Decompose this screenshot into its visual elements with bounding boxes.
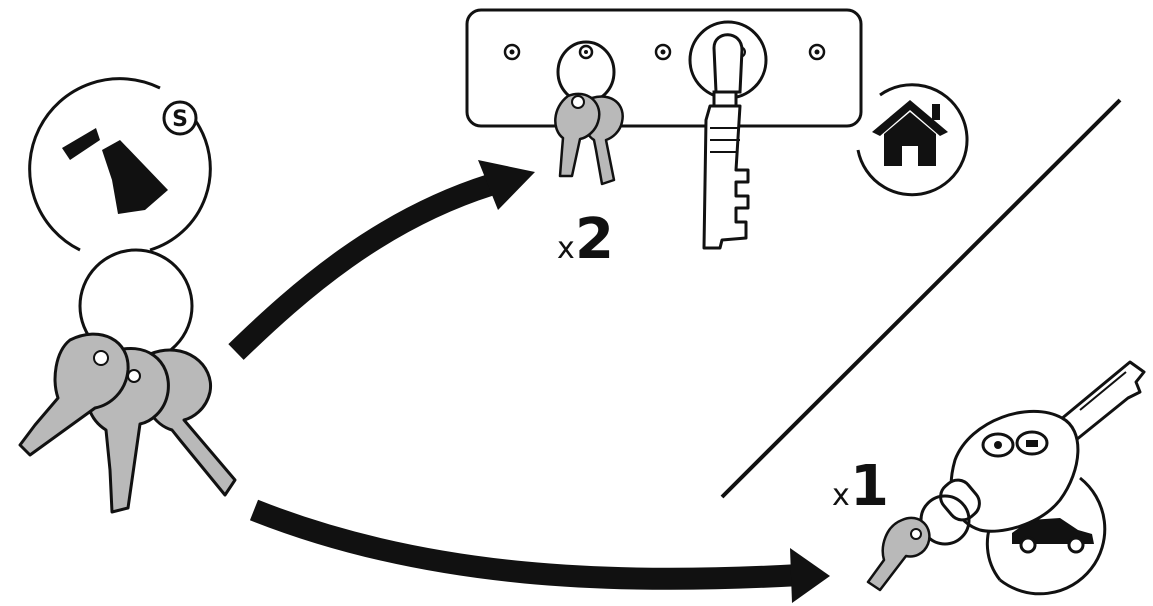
key-board-panel [465, 8, 863, 128]
s-coin-letter: S [172, 107, 188, 132]
hanging-key-pair [554, 40, 624, 186]
car-badge [985, 476, 1107, 596]
s-coin-icon: S [162, 100, 198, 136]
diagonal-divider [720, 98, 1122, 499]
house-icon [872, 100, 948, 166]
arrow-to-home [228, 160, 535, 360]
car-remote-key [866, 360, 1146, 592]
car-quantity-label: x 1 [832, 454, 889, 519]
wear-indicator-ring [28, 77, 161, 252]
wear-indicator-ring-right [149, 119, 212, 252]
skeleton-key [688, 20, 768, 250]
home-quantity-value: 2 [575, 207, 614, 272]
car-quantity-prefix: x [832, 478, 850, 513]
remote-lock-button-icon [981, 432, 1015, 458]
board-screws [503, 43, 826, 61]
key-left [18, 332, 130, 457]
key-board [465, 8, 863, 250]
car-quantity-value: 1 [850, 454, 889, 519]
worn-key-blade-icon [62, 128, 168, 214]
home-quantity-prefix: x [557, 231, 575, 266]
home-badge [856, 83, 969, 197]
wear-indicator: S [28, 77, 212, 252]
car-icon [1012, 518, 1094, 554]
arrow-to-car [249, 499, 830, 603]
key-bunch [18, 248, 237, 514]
home-quantity-label: x 2 [557, 207, 614, 272]
remote-unlock-button-icon [1015, 430, 1049, 456]
